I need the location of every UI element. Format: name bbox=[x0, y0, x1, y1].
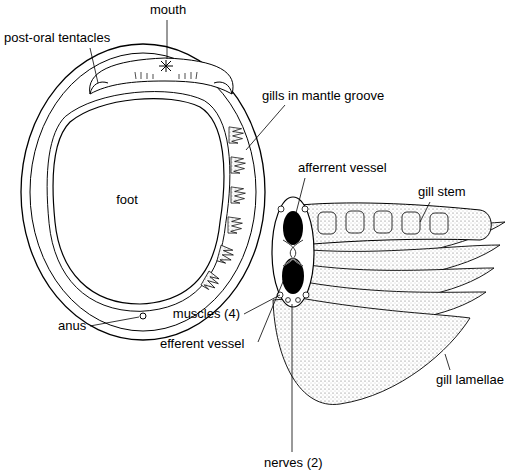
part-label: nerves (2) bbox=[264, 455, 323, 470]
foot-outline bbox=[50, 92, 228, 307]
part-label: gill lamellae bbox=[436, 372, 504, 387]
nerve-sections bbox=[286, 298, 301, 303]
part-label: anus bbox=[58, 318, 86, 333]
girdle-outline bbox=[21, 44, 265, 340]
mantle-groove bbox=[47, 92, 230, 312]
lip-striations bbox=[135, 72, 197, 79]
mantle-edge bbox=[30, 53, 256, 331]
part-label: gills in mantle groove bbox=[262, 88, 384, 103]
stem-segments bbox=[318, 211, 448, 234]
head-lobe bbox=[90, 58, 233, 94]
anus-opening bbox=[140, 313, 146, 319]
gill bbox=[201, 271, 222, 292]
part-label: gill stem bbox=[418, 184, 466, 199]
crossing-fibres bbox=[283, 240, 303, 266]
part-label: muscles (4) bbox=[173, 306, 240, 321]
gill bbox=[217, 245, 235, 264]
foot-region: foot bbox=[50, 92, 228, 307]
part-label: efferent vessel bbox=[160, 336, 244, 351]
part-label: afferrent vessel bbox=[298, 160, 387, 175]
region-label: foot bbox=[116, 192, 138, 207]
foot-outline-path bbox=[53, 99, 224, 304]
crossing-fibres bbox=[283, 240, 303, 266]
afferent-vessel-section bbox=[283, 211, 303, 245]
part-label: post-oral tentacles bbox=[4, 30, 110, 45]
mouth-symbol bbox=[159, 60, 173, 72]
part-label: mouth bbox=[150, 2, 186, 17]
gill bbox=[231, 187, 245, 203]
gill-cross-section bbox=[272, 197, 314, 307]
gill bbox=[228, 217, 242, 233]
gill bbox=[229, 127, 243, 143]
gill-stem-drawing bbox=[300, 203, 491, 245]
gill bbox=[231, 157, 245, 173]
tentacle-lobes bbox=[90, 82, 232, 94]
